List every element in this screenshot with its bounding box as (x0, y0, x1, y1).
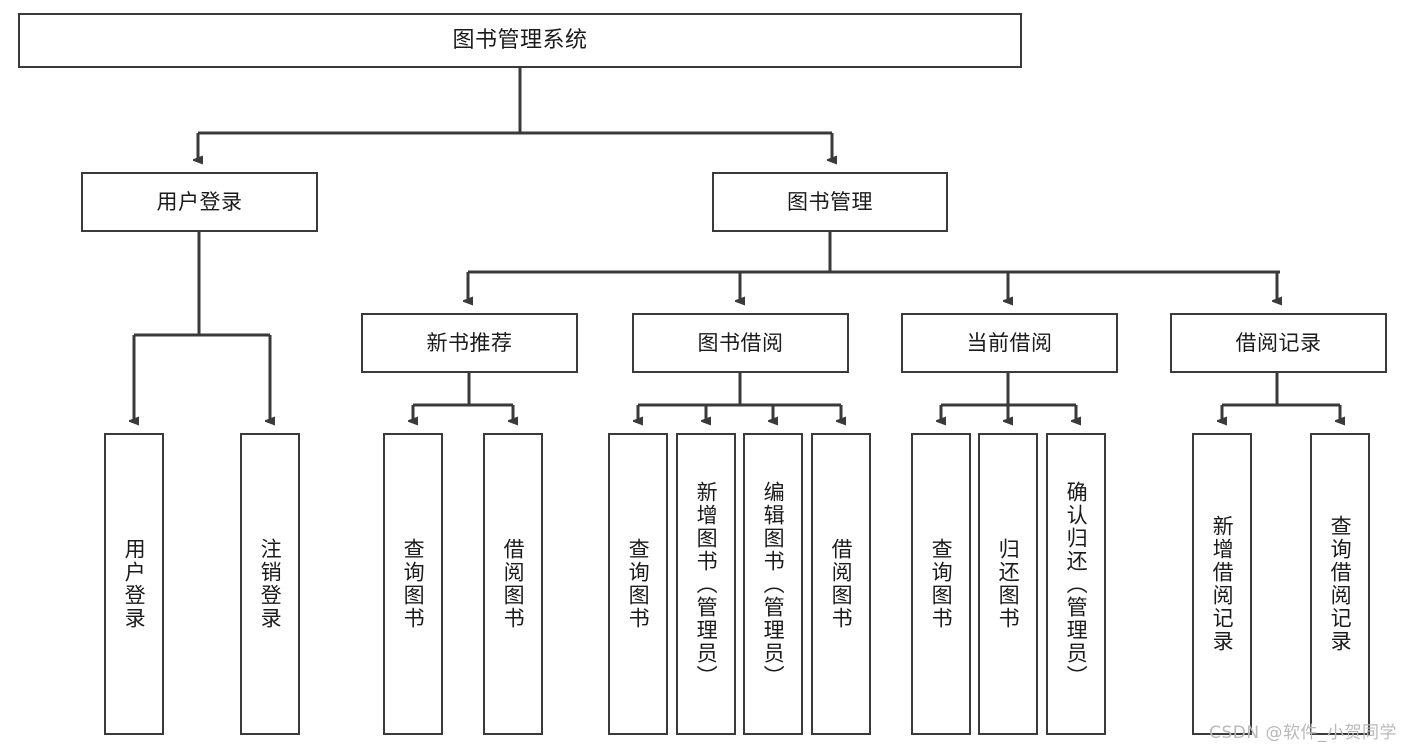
leaf-records-add-record[interactable]: 新增借阅记录 (1192, 433, 1252, 735)
leaf-records-query-record[interactable]: 查询借阅记录 (1310, 433, 1370, 735)
node-book-management[interactable]: 图书管理 (712, 172, 948, 232)
leaf-borrow-query-books[interactable]: 查询图书 (608, 433, 668, 735)
leaf-user-login-signout-label: 注销登录 (258, 538, 283, 630)
leaf-records-query-record-label: 查询借阅记录 (1328, 515, 1353, 653)
leaf-borrow-add-book-admin[interactable]: 新增图书（管理员） (676, 433, 736, 735)
node-new-book-recommend[interactable]: 新书推荐 (361, 313, 578, 373)
node-borrow-records[interactable]: 借阅记录 (1170, 313, 1387, 373)
node-book-borrow-label: 图书借阅 (697, 330, 784, 355)
node-borrow-records-label: 借阅记录 (1235, 330, 1322, 355)
leaf-borrow-borrow-books-label: 借阅图书 (829, 538, 854, 630)
leaf-borrow-edit-book-admin[interactable]: 编辑图书（管理员） (743, 433, 803, 735)
node-root-system[interactable]: 图书管理系统 (18, 13, 1022, 68)
leaf-current-query-books[interactable]: 查询图书 (911, 433, 971, 735)
leaf-user-login-signin-label: 用户登录 (122, 538, 147, 630)
leaf-recommend-borrow-books[interactable]: 借阅图书 (483, 433, 543, 735)
leaf-borrow-add-book-admin-label: 新增图书（管理员） (694, 480, 719, 688)
leaf-recommend-query-books[interactable]: 查询图书 (383, 433, 443, 735)
leaf-user-login-signin[interactable]: 用户登录 (104, 433, 164, 735)
leaf-recommend-borrow-books-label: 借阅图书 (501, 538, 526, 630)
node-root-system-label: 图书管理系统 (452, 27, 588, 53)
leaf-records-add-record-label: 新增借阅记录 (1210, 515, 1235, 653)
node-user-login-label: 用户登录 (156, 189, 243, 214)
node-book-borrow[interactable]: 图书借阅 (632, 313, 849, 373)
node-user-login[interactable]: 用户登录 (81, 172, 318, 232)
node-current-borrow-label: 当前借阅 (966, 330, 1053, 355)
leaf-current-query-books-label: 查询图书 (929, 538, 954, 630)
leaf-current-return-books-label: 归还图书 (996, 538, 1021, 630)
leaf-borrow-edit-book-admin-label: 编辑图书（管理员） (761, 480, 786, 688)
leaf-current-confirm-return-admin[interactable]: 确认归还（管理员） (1046, 433, 1106, 735)
leaf-recommend-query-books-label: 查询图书 (401, 538, 426, 630)
leaf-current-return-books[interactable]: 归还图书 (978, 433, 1038, 735)
node-new-book-recommend-label: 新书推荐 (426, 330, 513, 355)
node-book-management-label: 图书管理 (787, 189, 873, 214)
leaf-borrow-borrow-books[interactable]: 借阅图书 (811, 433, 871, 735)
node-current-borrow[interactable]: 当前借阅 (901, 313, 1118, 373)
leaf-borrow-query-books-label: 查询图书 (626, 538, 651, 630)
csdn-watermark: CSDN @软件_小贺同学 (1209, 723, 1397, 743)
leaf-user-login-signout[interactable]: 注销登录 (240, 433, 300, 735)
leaf-current-confirm-return-admin-label: 确认归还（管理员） (1064, 480, 1089, 688)
